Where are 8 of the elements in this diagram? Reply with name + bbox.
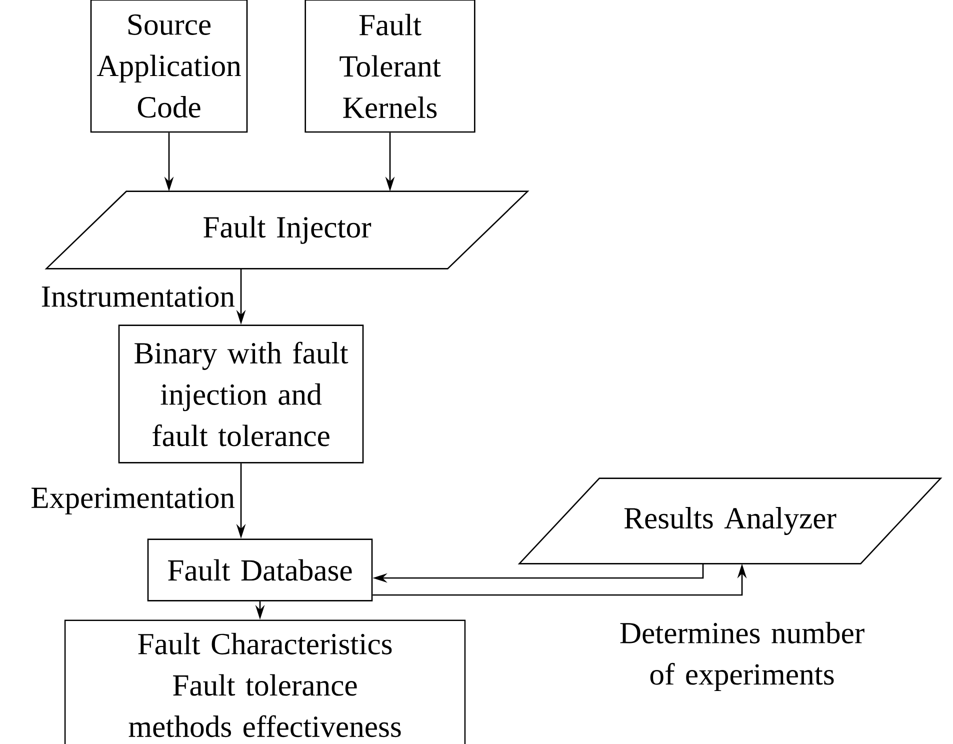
edge-label: Determines number of experiments [620, 622, 864, 692]
process-box: Fault Characteristics Fault tolerance methods effectiveness [64, 620, 466, 744]
process-box: Source Application Code [90, 0, 248, 133]
process-box: Fault Tolerant Kernels [304, 0, 476, 133]
process-box: Fault Database [147, 538, 373, 602]
edge-label: Experimentation [32, 488, 235, 514]
edge-label: Instrumentation [42, 286, 235, 307]
process-box: Binary with fault injection and fault tolerance [118, 324, 364, 464]
